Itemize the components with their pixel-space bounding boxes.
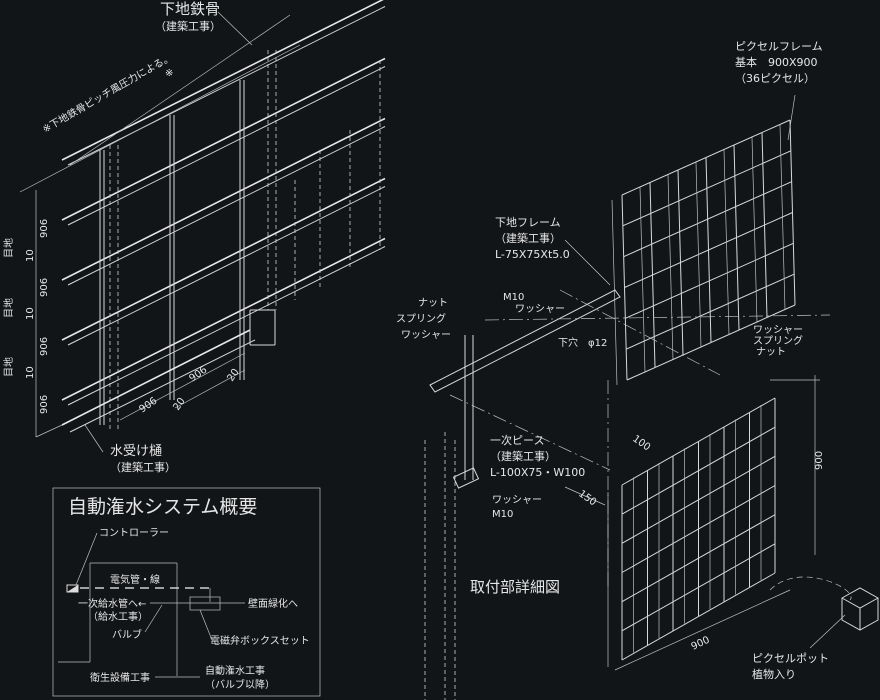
frame-row <box>625 242 794 319</box>
pixel-pot <box>841 587 879 631</box>
sub-frame-label: 下地フレーム <box>495 216 561 229</box>
valve-label: バルブ <box>112 628 142 641</box>
nut-label-right: ナット <box>756 346 786 358</box>
steel-frame-label: 下地鉄骨 <box>160 0 220 18</box>
gutter-note: （建築工事） <box>110 460 176 474</box>
sub-frame-spec: L-75X75Xt5.0 <box>495 248 570 261</box>
dim-depth: 150 <box>576 488 598 508</box>
solenoid-label: 電磁弁ボックスセット <box>210 634 310 647</box>
frame-column <box>705 157 712 343</box>
wall-rail-edge <box>67 246 386 406</box>
joint-label-3: 目地 <box>2 357 15 377</box>
controller-label: コントローラー <box>99 527 169 539</box>
dim-906-h2: 906 <box>187 364 209 384</box>
pitch-note: ※下地鉄骨ピッチ風圧力による。 <box>40 50 175 135</box>
primary-piece-note: （建築工事） <box>490 449 556 463</box>
supply-label: 一次給水管へ← <box>78 597 146 610</box>
frame-column <box>761 132 768 318</box>
wall-rail-edge <box>67 6 386 166</box>
spring-label: スプリング <box>396 312 446 325</box>
frame-column <box>789 119 796 306</box>
wall-rail <box>61 117 386 281</box>
pixel-frame-count: （36ピクセル） <box>735 72 815 85</box>
sanitary-label: 衛生設備工事 <box>90 671 150 684</box>
m10-label-top: M10 <box>503 292 524 303</box>
detail-title: 取付部詳細図 <box>470 578 560 596</box>
dim-10-1: 10 <box>25 249 36 262</box>
dim-frame-width: 900 <box>690 635 712 653</box>
auto-irrigation-note: （バルブ以降） <box>205 678 275 691</box>
dim-906-4: 906 <box>39 395 50 414</box>
electric-label: 電気管・線 <box>110 573 160 586</box>
dim-piece: 100 <box>630 433 652 453</box>
dim-906-1: 906 <box>39 219 50 238</box>
wall-rail-edge <box>67 186 386 346</box>
supply-note: （給水工事） <box>88 610 148 623</box>
dim-906-3: 906 <box>39 337 50 356</box>
washer-label-right: ワッシャー <box>753 325 803 336</box>
frame-column-back <box>751 137 758 323</box>
m10-label-bottom: M10 <box>492 509 513 520</box>
joint-label-1: 目地 <box>2 238 15 258</box>
wall-rail-edge <box>67 126 386 286</box>
wall-rail-edge <box>67 66 386 226</box>
gutter-label: 水受け樋 <box>110 443 162 459</box>
nut-label: ナット <box>418 297 448 309</box>
wall-dimensions: 906 10 906 10 906 10 906 目地 目地 目地 906 90… <box>2 14 301 438</box>
hole-label: 下穴 φ12 <box>558 336 607 349</box>
wall-rail <box>61 177 386 341</box>
washer-label-top: ワッシャー <box>515 304 565 315</box>
spring-label-right: スプリング <box>753 334 803 347</box>
joint-label-2: 目地 <box>2 298 15 318</box>
dim-20-2: 20 <box>225 367 241 384</box>
pixel-frame-size: 基本 900X900 <box>735 55 818 69</box>
gutter-edge <box>69 339 256 433</box>
frame-column-back <box>611 199 618 386</box>
dim-10-2: 10 <box>25 307 36 320</box>
system-title: 自動潅水システム概要 <box>68 496 257 518</box>
pixel-pot-label: ピクセルポット <box>752 652 829 665</box>
pixel-pot-note: 植物入り <box>752 667 796 681</box>
frame-column-back <box>779 124 786 311</box>
auto-irrigation-label: 自動潅水工事 <box>205 664 265 677</box>
primary-piece-spec: L-100X75・W100 <box>490 466 585 479</box>
frame-row <box>626 304 796 381</box>
sub-frame-note: （建築工事） <box>495 231 561 245</box>
to-wall-label: 壁面緑化へ <box>248 597 298 610</box>
washer-label: ワッシャー <box>401 330 451 341</box>
primary-piece-label: 一次ピース <box>490 433 544 447</box>
steel-frame-note: （建築工事） <box>155 19 221 33</box>
pixel-frame-label: ピクセルフレーム <box>735 40 823 53</box>
dim-10-3: 10 <box>25 366 36 379</box>
frame-row <box>621 572 776 661</box>
washer-label-bottom: ワッシャー <box>492 495 542 506</box>
wall-rail <box>61 237 386 401</box>
dim-906-h1: 906 <box>137 395 159 415</box>
asterisk-mark: ※ <box>165 68 173 79</box>
dim-frame-height: 900 <box>814 451 825 470</box>
pixel-frames <box>607 119 796 667</box>
gutter <box>61 329 251 426</box>
frame-column <box>733 144 740 331</box>
irrigation-system-diagram: 自動潅水システム概要 コントローラー 電気管・線 一次給水管へ← （給水工事） … <box>52 487 321 697</box>
dim-906-2: 906 <box>39 278 50 297</box>
wall-rail <box>61 57 386 221</box>
wall-rail <box>61 0 384 161</box>
wall-steel-frame <box>61 0 386 433</box>
